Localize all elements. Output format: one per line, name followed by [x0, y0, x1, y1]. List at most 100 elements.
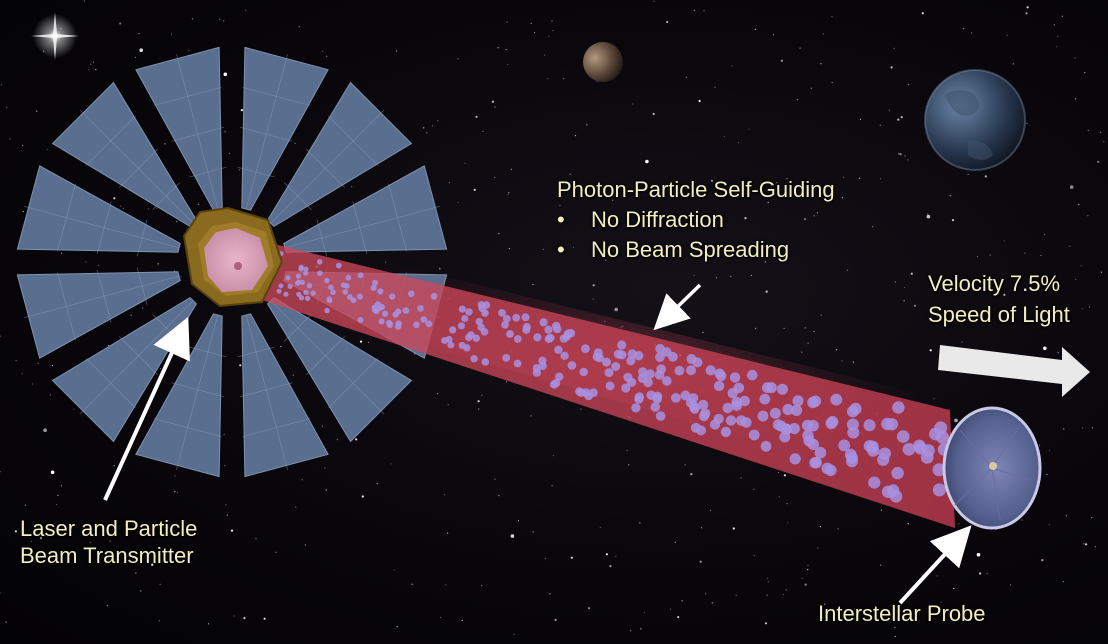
star	[457, 201, 459, 204]
velocity-line1: Velocity 7.5%	[928, 271, 1061, 296]
star	[426, 132, 428, 134]
particle	[643, 377, 653, 388]
star	[49, 394, 51, 396]
transmitter-label-line2: Beam Transmitter	[20, 543, 194, 568]
star	[50, 470, 55, 475]
star	[1082, 427, 1084, 429]
particle	[892, 401, 905, 414]
star	[693, 274, 695, 276]
solar-panel	[16, 165, 181, 253]
star	[223, 20, 225, 22]
particle	[298, 295, 305, 301]
star	[0, 335, 1, 337]
star	[156, 207, 158, 209]
beam-bullet-item: •No Beam Spreading	[557, 236, 835, 263]
particle	[655, 411, 666, 421]
particle	[342, 289, 349, 295]
star	[295, 506, 297, 508]
particle	[372, 279, 379, 286]
beam-label: Photon-Particle Self-Guiding •No Diffrac…	[557, 176, 835, 263]
particle	[513, 359, 522, 368]
star	[22, 210, 24, 213]
star	[690, 473, 693, 476]
star	[223, 72, 228, 77]
star	[88, 69, 90, 71]
particle	[555, 372, 564, 381]
star	[723, 135, 725, 138]
star	[280, 345, 282, 348]
star	[1094, 546, 1096, 548]
star	[507, 63, 509, 66]
star	[355, 438, 358, 441]
star	[119, 22, 122, 25]
star	[491, 100, 494, 103]
particle	[776, 383, 788, 395]
particle	[801, 419, 814, 432]
particle	[413, 321, 420, 329]
star	[1088, 306, 1090, 308]
star	[243, 617, 246, 620]
star	[852, 361, 854, 363]
star	[507, 193, 509, 195]
star	[326, 55, 328, 57]
star	[592, 298, 594, 300]
star	[962, 28, 965, 30]
star	[498, 233, 500, 235]
star	[414, 353, 416, 355]
particle	[634, 394, 644, 404]
particle	[408, 290, 415, 298]
star	[778, 496, 780, 498]
star	[786, 178, 788, 180]
star	[90, 63, 92, 65]
star	[984, 175, 987, 178]
star	[423, 127, 425, 129]
star	[605, 259, 607, 261]
star	[505, 381, 508, 383]
star	[510, 168, 512, 170]
star	[831, 16, 833, 18]
particle	[425, 320, 433, 328]
particle	[680, 390, 691, 401]
star	[122, 207, 124, 209]
star	[0, 84, 3, 86]
star	[134, 56, 136, 59]
particle	[846, 405, 859, 418]
particle	[688, 393, 699, 404]
particle	[722, 402, 733, 414]
star	[1097, 160, 1100, 163]
particle	[747, 369, 758, 381]
star	[755, 327, 757, 329]
star	[174, 491, 176, 493]
star	[95, 69, 97, 71]
star	[1100, 271, 1102, 273]
star	[1009, 584, 1012, 586]
star	[1075, 278, 1077, 280]
star	[842, 176, 844, 178]
particle	[686, 365, 696, 376]
transmitter-pointer-arrow	[103, 316, 190, 501]
star	[767, 201, 769, 204]
star	[464, 162, 466, 164]
star	[478, 408, 480, 410]
particle	[335, 262, 342, 269]
particle	[283, 291, 289, 297]
star	[1091, 517, 1093, 519]
star	[569, 173, 571, 175]
star	[37, 362, 39, 364]
particle	[692, 357, 703, 368]
particle	[605, 381, 615, 391]
star	[910, 272, 913, 275]
star	[976, 552, 981, 557]
particle	[689, 403, 700, 414]
star	[817, 547, 819, 549]
star	[494, 106, 496, 108]
star	[732, 527, 735, 530]
particle	[814, 446, 827, 459]
star	[1074, 57, 1076, 59]
star	[705, 593, 707, 595]
star	[513, 633, 515, 635]
star	[837, 528, 839, 530]
star	[879, 124, 881, 126]
star	[903, 287, 906, 289]
star	[559, 204, 561, 207]
